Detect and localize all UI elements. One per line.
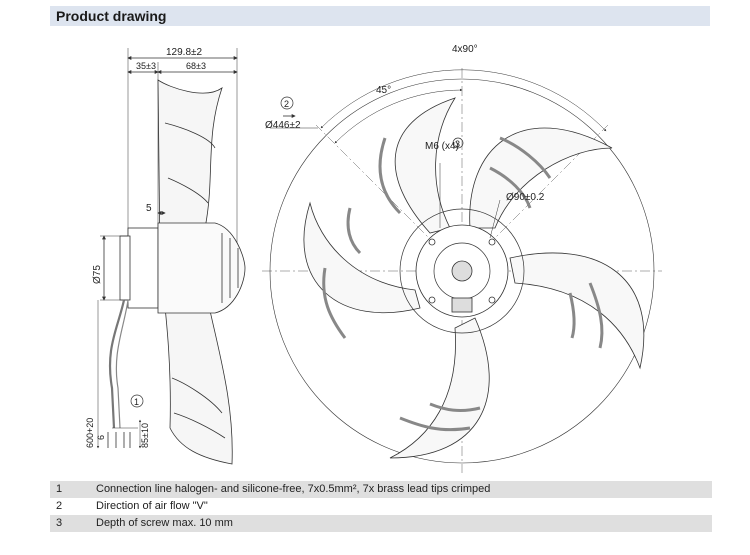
section-header: Product drawing	[50, 6, 710, 26]
product-drawing: 129.8±2 35±3 68±3 5 Ø75 600+20 6 85±10 1	[85, 44, 662, 473]
section-title: Product drawing	[56, 8, 167, 24]
callout-1: 1	[134, 397, 139, 407]
dim-lead-length: 85±10	[140, 423, 150, 448]
legend-number: 2	[56, 500, 63, 512]
dim-screw-thread: M6 (x4)	[425, 141, 459, 152]
legend-number: 3	[56, 517, 63, 529]
legend-number: 1	[56, 483, 63, 495]
legend-row: 3 Depth of screw max. 10 mm	[50, 515, 712, 532]
dim-total-depth: 129.8±2	[166, 47, 203, 58]
dim-blade-diameter: Ø446±2	[265, 120, 301, 131]
dim-strip-length: 6	[96, 435, 106, 440]
dim-bolt-circle: Ø90±0.2	[506, 192, 545, 203]
legend-row: 2 Direction of air flow "V"	[50, 498, 712, 515]
side-view	[96, 48, 246, 465]
dim-angle-half: 45°	[376, 85, 391, 96]
dim-cable-length: 600+20	[85, 418, 95, 448]
dim-hub-diameter: Ø75	[92, 265, 103, 284]
front-view	[262, 68, 662, 473]
callout-3: 3	[455, 139, 460, 149]
dim-front-depth: 68±3	[186, 61, 206, 71]
dim-rear-depth: 35±3	[136, 61, 156, 71]
dim-angle-pitch: 4x90°	[452, 44, 478, 55]
legend-text: Depth of screw max. 10 mm	[96, 517, 233, 529]
dim-offset: 5	[146, 203, 152, 214]
callout-2: 2	[284, 99, 289, 109]
legend-text: Connection line halogen- and silicone-fr…	[96, 483, 491, 495]
legend-row: 1 Connection line halogen- and silicone-…	[50, 481, 712, 498]
legend-text: Direction of air flow "V"	[96, 500, 208, 512]
legend-table: 1 Connection line halogen- and silicone-…	[50, 481, 712, 532]
